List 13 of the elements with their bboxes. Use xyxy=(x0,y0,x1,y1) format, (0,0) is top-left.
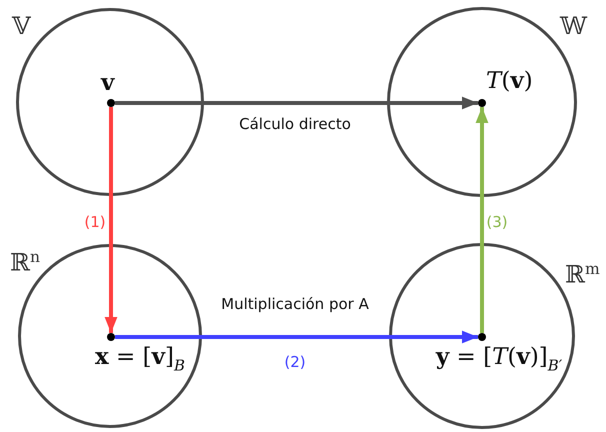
math-label: y = [T(v)]$_{B′}$ xyxy=(434,345,564,374)
arrow xyxy=(104,107,118,333)
arrow xyxy=(115,330,478,344)
arrow xyxy=(115,96,478,110)
set-label: ℝ$^{n}$ xyxy=(10,250,40,275)
set-label: ℝ$^{m}$ xyxy=(565,262,600,287)
math-label: x = [v]$_{B}$ xyxy=(94,345,186,374)
math-label: v xyxy=(101,71,114,94)
set-label: 𝕎 xyxy=(560,14,587,38)
set-label: 𝕍 xyxy=(12,14,31,38)
math-label: T(v) xyxy=(486,69,533,93)
edge-label: Cálculo directo xyxy=(237,116,353,132)
arrow xyxy=(476,107,488,333)
